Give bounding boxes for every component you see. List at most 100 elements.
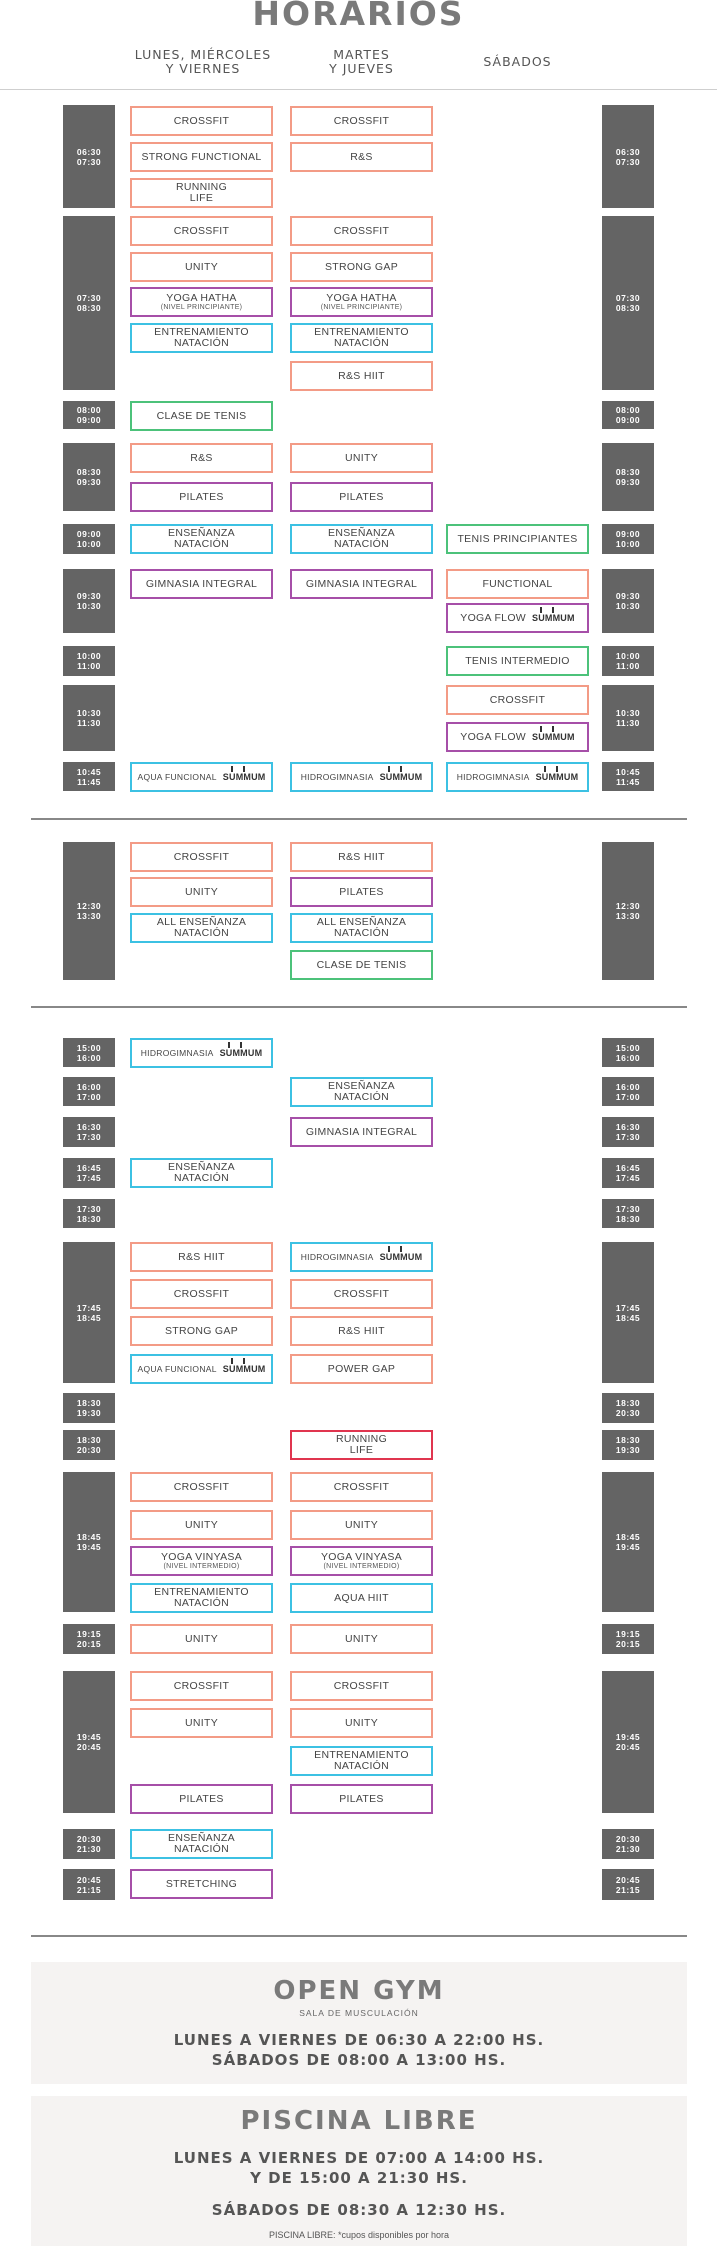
class-card[interactable]: CLASE DE TENIS [130,401,273,431]
class-card[interactable]: RUNNING LIFE [130,178,273,208]
class-card[interactable]: STRONG FUNCTIONAL [130,142,273,172]
class-name: UNITY [345,1716,378,1729]
time-block: 16:00 17:00 [602,1077,654,1106]
class-card[interactable]: ENSEÑANZA NATACIÓN [130,1158,273,1188]
class-card[interactable]: UNITY [130,877,273,907]
class-card[interactable]: GIMNASIA INTEGRAL [130,569,273,599]
time-block: 10:45 11:45 [602,762,654,791]
class-card[interactable]: RUNNING LIFE [290,1430,433,1460]
class-card[interactable]: ENTRENAMIENTO NATACIÓN [290,323,433,353]
class-name: HIDROGIMNASIA [456,771,530,782]
class-card[interactable]: R&S HIIT [290,361,433,391]
class-card[interactable]: CROSSFIT [130,1671,273,1701]
class-card[interactable]: PILATES [130,1784,273,1814]
class-card[interactable]: UNITY [130,252,273,282]
class-card[interactable]: TENIS INTERMEDIO [446,646,589,676]
class-name: ENSEÑANZA NATACIÓN [168,1832,235,1855]
class-card[interactable]: AQUA HIIT [290,1583,433,1613]
class-name: R&S HIIT [338,1324,385,1337]
class-name: ENTRENAMIENTO NATACIÓN [314,326,409,349]
class-card[interactable]: CROSSFIT [290,216,433,246]
class-card[interactable]: R&S HIIT [130,1242,273,1272]
class-card[interactable]: YOGA VINYASA(NIVEL INTERMEDIO) [130,1546,273,1576]
piscina-panel: PISCINA LIBRE LUNES A VIERNES DE 07:00 A… [31,2096,687,2246]
class-name: RUNNING LIFE [335,1433,388,1456]
class-card[interactable]: POWER GAP [290,1354,433,1384]
piscina-afternoon-hours: Y DE 15:00 A 21:30 HS. [250,2169,468,2187]
time-block: 18:30 19:30 [602,1430,654,1460]
class-card[interactable]: PILATES [130,482,273,512]
class-card[interactable]: CROSSFIT [290,1279,433,1309]
class-card[interactable]: STRONG GAP [130,1316,273,1346]
time-block: 07:30 08:30 [602,216,654,390]
class-card[interactable]: CROSSFIT [130,216,273,246]
class-card[interactable]: R&S [290,142,433,172]
class-card[interactable]: GIMNASIA INTEGRAL [290,569,433,599]
class-card[interactable]: UNITY [290,443,433,473]
class-card[interactable]: ENTRENAMIENTO NATACIÓN [130,323,273,353]
class-card[interactable]: CROSSFIT [290,1472,433,1502]
class-card[interactable]: CROSSFIT [290,1671,433,1701]
class-card[interactable]: STRONG GAP [290,252,433,282]
class-name: YOGA FLOW [460,730,526,743]
class-card[interactable]: FUNCTIONAL [446,569,589,599]
class-card[interactable]: CROSSFIT [130,842,273,872]
time-block: 12:30 13:30 [602,842,654,980]
class-card[interactable]: PILATES [290,877,433,907]
class-card[interactable]: CROSSFIT [130,1472,273,1502]
class-name: YOGA FLOW [460,611,526,624]
class-card[interactable]: GIMNASIA INTEGRAL [290,1117,433,1147]
class-card[interactable]: PILATES [290,1784,433,1814]
class-card[interactable]: UNITY [290,1510,433,1540]
class-card[interactable]: UNITY [130,1510,273,1540]
class-card[interactable]: CROSSFIT [290,106,433,136]
class-card[interactable]: UNITY [130,1624,273,1654]
time-block: 18:45 19:45 [63,1472,115,1612]
class-card[interactable]: YOGA HATHA(NIVEL PRINCIPIANTE) [290,287,433,317]
class-card[interactable]: CLASE DE TENIS [290,950,433,980]
class-card[interactable]: ALL ENSEÑANZA NATACIÓN [130,913,273,943]
class-card[interactable]: R&S [130,443,273,473]
class-card[interactable]: CROSSFIT [130,1279,273,1309]
class-name: R&S HIIT [338,369,385,382]
class-card[interactable]: ALL ENSEÑANZA NATACIÓN [290,913,433,943]
class-card[interactable]: UNITY [130,1708,273,1738]
class-name: HIDROGIMNASIA [300,771,374,782]
class-card[interactable]: ENSEÑANZA NATACIÓN [130,1829,273,1859]
class-card[interactable]: CROSSFIT [130,106,273,136]
class-card[interactable]: UNITY [290,1708,433,1738]
class-name: PILATES [339,885,384,898]
class-name: PILATES [339,1792,384,1805]
class-card[interactable]: YOGA VINYASA(NIVEL INTERMEDIO) [290,1546,433,1576]
class-name: FUNCTIONAL [482,577,553,590]
class-card[interactable]: UNITY [290,1624,433,1654]
class-card[interactable]: R&S HIIT [290,1316,433,1346]
class-card[interactable]: ENSEÑANZA NATACIÓN [130,524,273,554]
open-gym-saturday-hours: SÁBADOS DE 08:00 A 13:00 HS. [211,2051,507,2069]
class-card[interactable]: R&S HIIT [290,842,433,872]
time-block: 10:00 11:00 [602,646,654,676]
class-name: R&S [350,150,373,163]
class-card[interactable]: CROSSFIT [446,685,589,715]
class-card[interactable]: TENIS PRINCIPIANTES [446,524,589,554]
class-card[interactable]: ENSEÑANZA NATACIÓN [290,1077,433,1107]
class-card[interactable]: ENTRENAMIENTO NATACIÓN [290,1746,433,1776]
class-card[interactable]: PILATES [290,482,433,512]
class-card[interactable]: STRETCHING [130,1869,273,1899]
class-card[interactable]: ENTRENAMIENTO NATACIÓN [130,1583,273,1613]
time-block: 16:45 17:45 [602,1158,654,1188]
summum-logo: SUMMUM [219,1047,263,1058]
class-card[interactable]: YOGA HATHA(NIVEL PRINCIPIANTE) [130,287,273,317]
class-card[interactable]: ENSEÑANZA NATACIÓN [290,524,433,554]
class-name: CROSSFIT [333,1679,390,1692]
